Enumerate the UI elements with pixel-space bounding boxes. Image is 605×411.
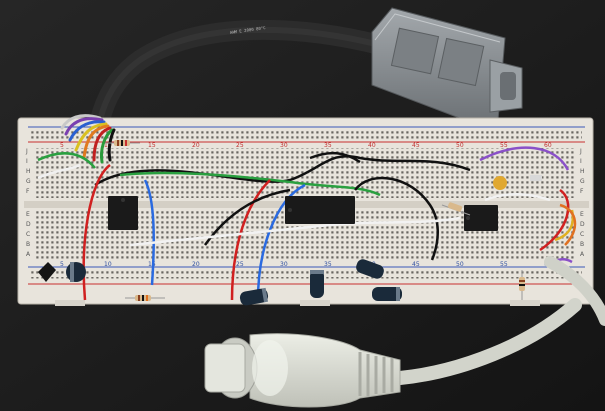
row-letter: G: [580, 178, 585, 185]
row-letter: B: [26, 241, 30, 248]
column-number: 10: [104, 142, 112, 149]
resistor-right: [441, 202, 471, 216]
column-number: 25: [236, 142, 244, 149]
wire-red-3: [539, 188, 570, 252]
row-letter: I: [26, 158, 28, 165]
row-letter: C: [26, 231, 30, 238]
column-number: 5: [60, 142, 64, 149]
wire-white-1: [129, 216, 461, 247]
row-letter: G: [26, 178, 31, 185]
capacitor-1: [239, 287, 269, 306]
column-number: 55: [500, 261, 508, 268]
wire-black-3: [354, 176, 439, 261]
resistor-bottom-right: [519, 270, 525, 300]
column-number: 40: [368, 142, 376, 149]
wire-green-long: [119, 171, 381, 197]
column-number: 35: [324, 142, 332, 149]
ribbon-wires: [60, 114, 116, 164]
row-letter: F: [26, 188, 30, 195]
wire-purple-1: [479, 146, 570, 171]
row-letter: H: [580, 168, 585, 175]
db9-connector: [371, 7, 523, 123]
wire-black-4: [309, 151, 361, 164]
column-numbers-top: 5 10 15 20 25 30 35 40 45 50 55 60: [60, 142, 552, 149]
column-number: 60: [544, 142, 552, 149]
column-number: 45: [412, 261, 420, 268]
wire-orange-right: [559, 203, 577, 246]
column-number: 45: [412, 142, 420, 149]
row-letter: B: [580, 241, 584, 248]
wire-blue-2: [256, 183, 306, 301]
row-letter: F: [580, 188, 584, 195]
column-number: 35: [324, 261, 332, 268]
column-number: 50: [456, 261, 464, 268]
column-number: 30: [280, 261, 288, 268]
transistor: [38, 262, 56, 282]
ic-chip-right: [464, 205, 498, 231]
capacitor-5: [66, 262, 86, 282]
din-plug-grip-ridges: [358, 352, 394, 396]
row-letter: C: [580, 231, 584, 238]
column-number: 20: [192, 142, 200, 149]
ceramic-capacitor: [493, 176, 507, 190]
cable-print-text: AWM E 2000 80°C: [229, 25, 266, 35]
serial-cable: AWM E 2000 80°C: [90, 19, 390, 130]
row-letter: D: [26, 221, 31, 228]
row-letters-right: J I H G F E D C B A: [579, 148, 585, 258]
wire-white-2: [484, 192, 551, 202]
row-letter: E: [580, 211, 584, 218]
column-number: 10: [104, 261, 112, 268]
row-letter: E: [26, 211, 30, 218]
column-number: 55: [500, 142, 508, 149]
capacitor-4: [372, 287, 402, 301]
wire-black-2: [203, 188, 291, 246]
grey-cable-right: [544, 256, 605, 326]
row-letter: A: [26, 251, 31, 258]
column-number: 5: [60, 261, 64, 268]
ic-chip-left: [108, 196, 138, 230]
row-letters-left: J I H G F E D C B A: [25, 148, 31, 258]
column-number: 20: [192, 261, 200, 268]
column-number: 50: [456, 142, 464, 149]
resistor-top: [105, 140, 140, 146]
row-letter: A: [580, 251, 585, 258]
wire-red-2: [230, 179, 271, 301]
capacitor-2: [310, 270, 324, 298]
row-letter: H: [26, 168, 31, 175]
wire-blue-1: [143, 179, 155, 286]
din-plug: [204, 298, 582, 408]
wire-green-left: [37, 152, 96, 169]
row-letter: J: [579, 148, 582, 155]
wire-red-1: [82, 164, 111, 301]
column-number: 30: [280, 142, 288, 149]
row-letter: D: [580, 221, 585, 228]
row-letter: J: [25, 148, 28, 155]
column-number: 15: [148, 142, 156, 149]
ic-chip-center: [285, 196, 355, 224]
row-letter: I: [580, 158, 582, 165]
wire-black-long: [94, 155, 471, 187]
column-number: 25: [236, 261, 244, 268]
capacitor-3: [356, 259, 384, 279]
wire-white-left: [37, 163, 81, 180]
small-component: [530, 175, 542, 181]
resistor-bottom-left: [125, 295, 165, 301]
